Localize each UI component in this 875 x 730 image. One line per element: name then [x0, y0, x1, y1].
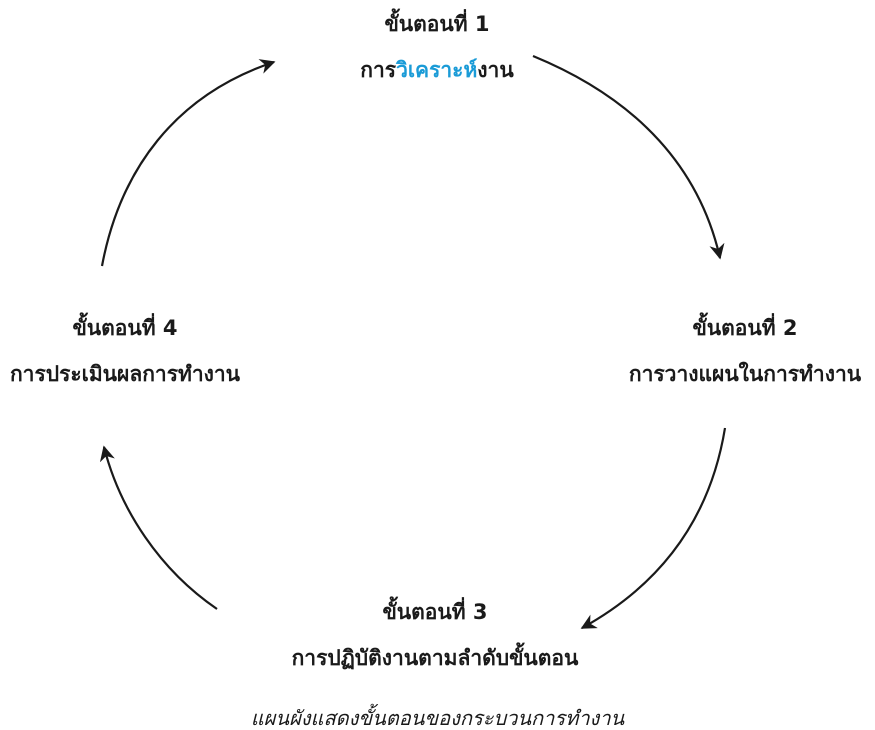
step-2-title: การวางแผนในการทำงาน: [628, 362, 862, 386]
step-4: ขั้นตอนที่ 4 การประเมินผลการทำงาน: [0, 314, 275, 388]
diagram-caption: แผนผังแสดงขั้นตอนของกระบวนการทำงาน: [250, 706, 625, 730]
step-1-title-highlight: วิเคราะห์: [396, 58, 478, 82]
arrow-step2-to-step3: [580, 427, 727, 629]
step-2: ขั้นตอนที่ 2 การวางแผนในการทำงาน: [600, 314, 875, 388]
arrow-step3-to-step4: [99, 445, 218, 610]
step-1-number: ขั้นตอนที่ 1: [384, 12, 490, 36]
step-3-title: การปฏิบัติงานตามลำดับขั้นตอน: [291, 646, 579, 670]
step-1-title: การวิเคราะห์งาน: [287, 56, 587, 84]
step-3-number: ขั้นตอนที่ 3: [382, 600, 488, 624]
step-1-title-suffix: งาน: [477, 58, 514, 82]
arrow-step1-to-step2: [532, 54, 725, 260]
step-4-title: การประเมินผลการทำงาน: [9, 362, 241, 386]
step-2-number: ขั้นตอนที่ 2: [692, 316, 798, 340]
step-1-title-prefix: การ: [360, 58, 397, 82]
arrow-step4-to-step1: [100, 59, 276, 267]
step-4-number: ขั้นตอนที่ 4: [72, 316, 178, 340]
step-3: ขั้นตอนที่ 3 การปฏิบัติงานตามลำดับขั้นตอ…: [225, 598, 645, 672]
step-1: ขั้นตอนที่ 1 การวิเคราะห์งาน: [287, 10, 587, 84]
